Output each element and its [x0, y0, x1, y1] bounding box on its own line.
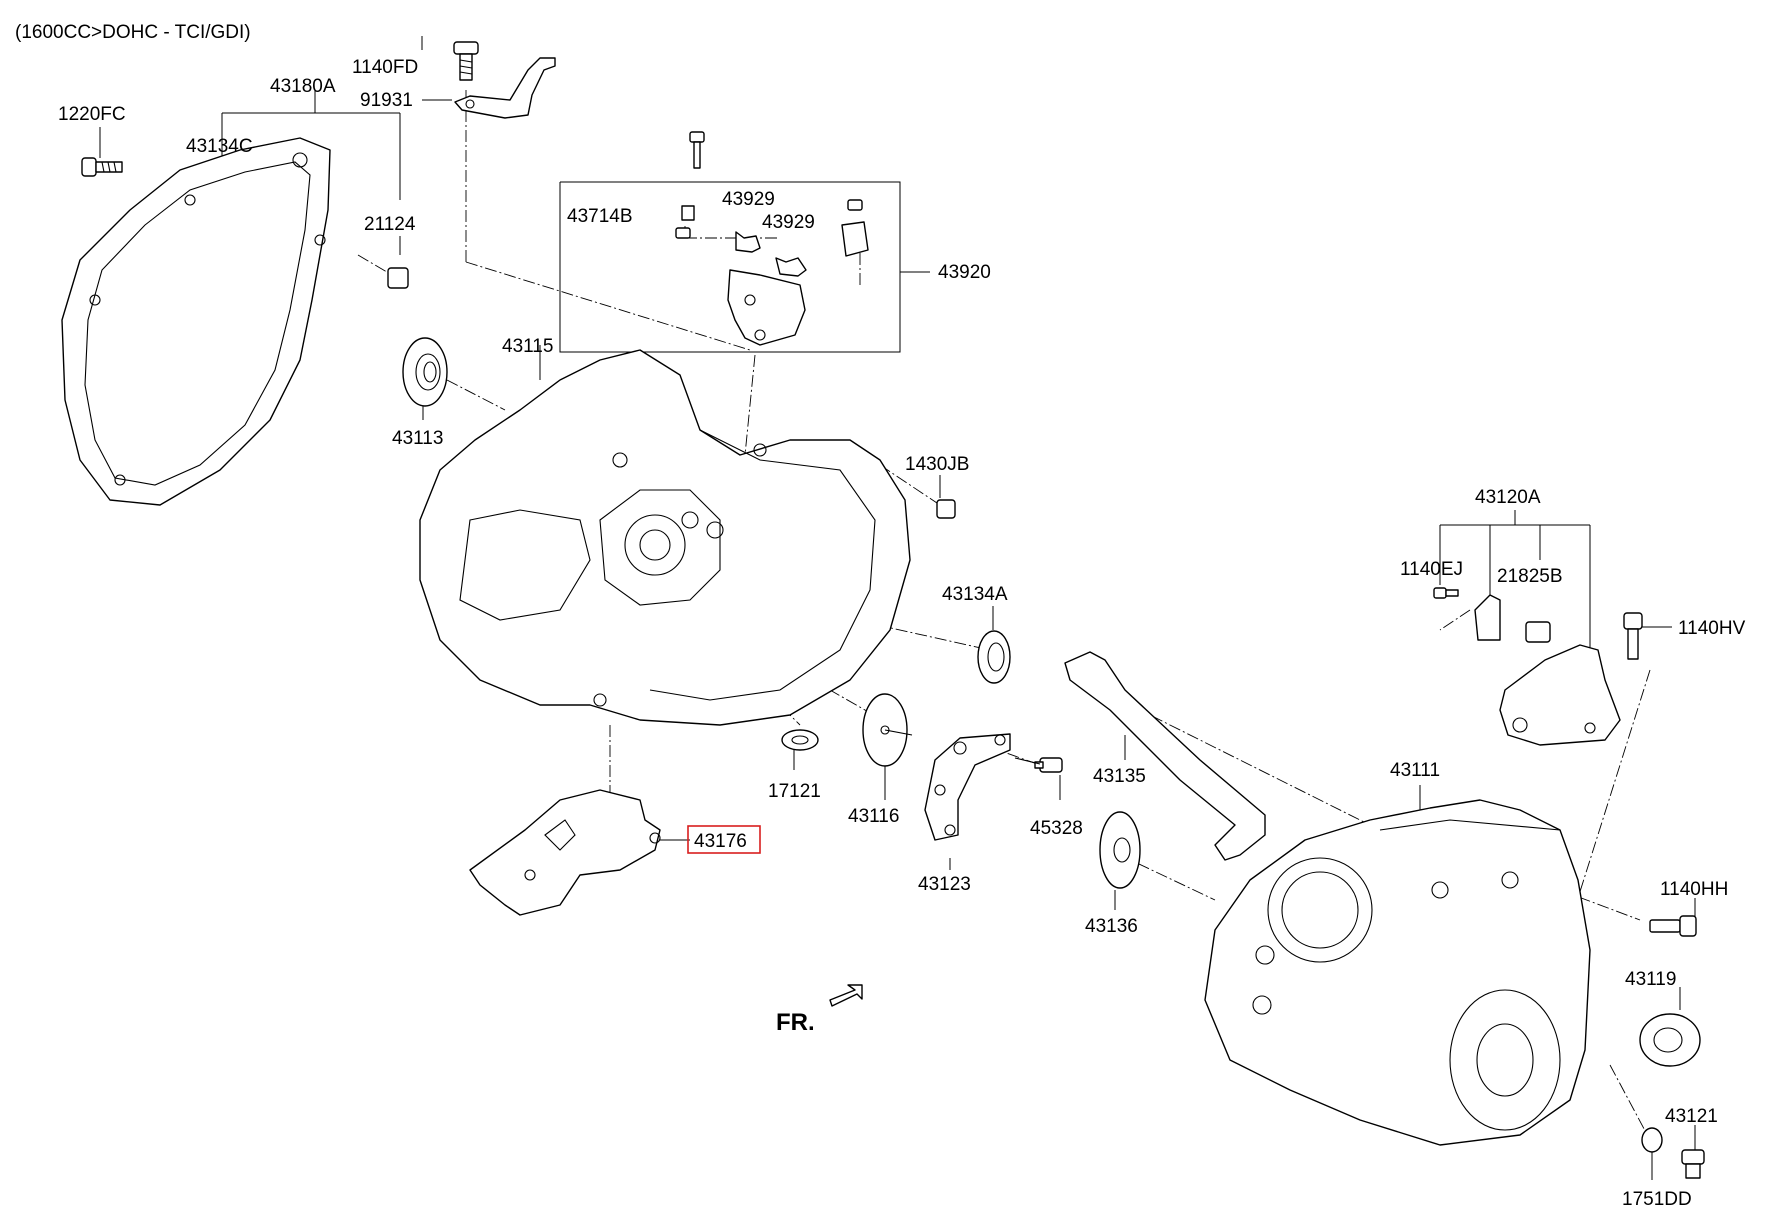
disc-43116 — [862, 693, 913, 767]
rail-43135 — [1064, 651, 1266, 861]
cover-plate-43123 — [924, 733, 1011, 841]
diagram-title: (1600CC>DOHC - TCI/GDI) — [15, 22, 251, 43]
highlight-box-43176 — [687, 825, 761, 854]
oil-seal-43134a — [977, 630, 1011, 684]
bracket-assembly-43920 — [727, 199, 869, 346]
part-labels: 1140FD 91931 43180A 1220FC 43134C 21124 … — [58, 57, 1746, 1210]
front-arrow-icon — [829, 984, 863, 1007]
label-43119: 43119 — [1625, 969, 1676, 990]
label-43180a: 43180A — [270, 76, 336, 97]
label-1140ej: 1140EJ — [1400, 559, 1463, 580]
washer-1751dd — [1641, 1127, 1663, 1153]
label-21825b: 21825B — [1497, 566, 1563, 587]
label-21124: 21124 — [364, 214, 416, 235]
label-43920: 43920 — [938, 262, 991, 283]
label-17121: 17121 — [768, 781, 821, 802]
label-1140fd: 1140FD — [352, 57, 418, 78]
bolt-1140hv — [1623, 612, 1643, 660]
label-43136: 43136 — [1085, 916, 1138, 937]
plug-43121 — [1681, 1149, 1705, 1179]
clip-43929-b — [775, 257, 807, 277]
label-1140hh: 1140HH — [1660, 879, 1728, 900]
label-43111: 43111 — [1390, 760, 1440, 781]
label-43123: 43123 — [918, 874, 971, 895]
label-43113: 43113 — [392, 428, 443, 449]
dowel-21124 — [387, 267, 409, 289]
label-43115: 43115 — [502, 336, 553, 357]
leader-lines — [99, 36, 1696, 1180]
dowel-1430jb — [936, 499, 956, 519]
mount-bracket-43176 — [469, 789, 661, 916]
front-direction-label: FR. — [776, 1009, 815, 1036]
label-43116: 43116 — [848, 806, 899, 827]
label-43134a: 43134A — [942, 584, 1008, 605]
clip-43929-a — [735, 231, 761, 253]
label-43176: 43176 — [694, 831, 747, 852]
bracket-91931 — [454, 57, 556, 119]
label-91931: 91931 — [360, 90, 413, 111]
label-43929-a: 43929 — [722, 189, 775, 210]
bracket-43120a — [1499, 644, 1621, 746]
bolt-1220fc — [81, 157, 123, 177]
gasket-43134c — [61, 137, 331, 506]
washer-17121 — [781, 729, 819, 751]
bolt-43714b — [675, 131, 705, 239]
label-1430jb: 1430JB — [905, 454, 969, 475]
label-43120a: 43120A — [1475, 487, 1541, 508]
insulator-21825b — [1525, 621, 1551, 643]
label-43714b: 43714B — [567, 206, 633, 227]
bolt-1140hh — [1649, 915, 1697, 937]
oil-seal-43113 — [402, 337, 448, 407]
label-1751dd: 1751DD — [1622, 1189, 1692, 1210]
label-43134c: 43134C — [186, 136, 253, 157]
disc-43136 — [1099, 811, 1141, 889]
label-43929-b: 43929 — [762, 212, 815, 233]
bolt-1140fd — [453, 41, 479, 81]
alignment-lines — [357, 90, 1651, 1141]
label-43121: 43121 — [1665, 1106, 1718, 1127]
bolt-45328 — [1014, 757, 1063, 773]
label-45328: 45328 — [1030, 818, 1083, 839]
transmission-case-43111 — [1204, 799, 1591, 1146]
oil-seal-43119 — [1639, 1013, 1701, 1067]
label-43135: 43135 — [1093, 766, 1146, 787]
clutch-housing-43115 — [419, 349, 911, 726]
label-1140hv: 1140HV — [1678, 618, 1746, 639]
label-1220fc: 1220FC — [58, 104, 126, 125]
bolt-1140ej — [1433, 587, 1501, 641]
